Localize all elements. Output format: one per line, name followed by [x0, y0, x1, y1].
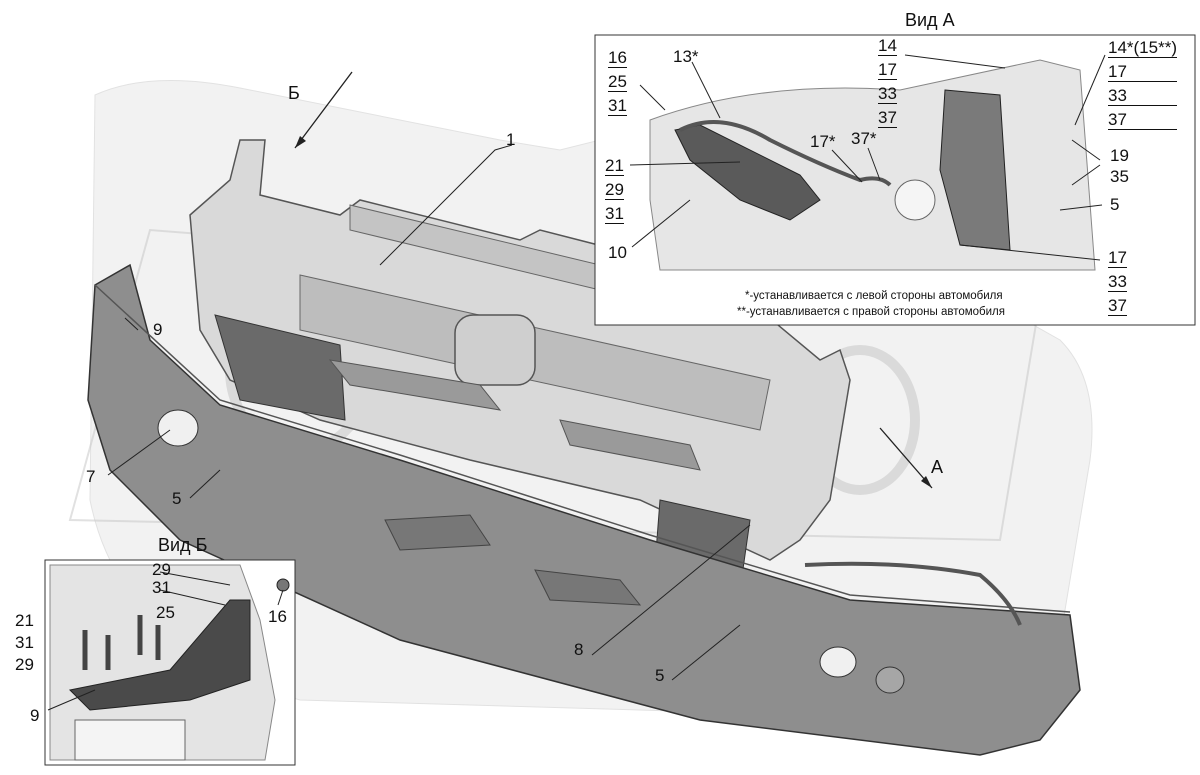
label-14-15: 14*(15**): [1108, 38, 1177, 58]
label-17a: 17: [878, 60, 897, 80]
view-b-title: Вид Б: [158, 535, 208, 555]
step-plate-left: [328, 359, 502, 411]
label-14: 14: [878, 36, 897, 56]
label-5-right: 5: [655, 666, 665, 685]
tow-hook-recess: [454, 314, 536, 386]
view-a-hole: [894, 179, 936, 221]
view-b-block: [74, 719, 186, 761]
label-33c: 33: [1108, 272, 1127, 292]
label-16-view-b: 16: [268, 607, 287, 626]
view-a-group-14: 14 17 33 37: [878, 37, 897, 133]
label-29-view-b: 29: [152, 560, 171, 579]
label-37a: 37: [878, 108, 897, 128]
label-8: 8: [574, 640, 584, 659]
left-bracket-plate: [214, 314, 346, 421]
label-17c: 17: [1108, 248, 1127, 268]
arrow-b-label: Б: [288, 83, 300, 103]
arrow-a: [879, 427, 933, 489]
view-a-group-21: 21 29 31: [605, 157, 624, 229]
label-31: 31: [608, 96, 627, 116]
view-a-group-14b: 14*(15**) 17 33 37: [1108, 39, 1177, 135]
label-37b: 37: [1108, 111, 1177, 130]
leader-8: [591, 524, 751, 656]
label-25-view-b: 25: [156, 603, 175, 622]
lower-step-left: [384, 514, 491, 551]
rod-13: [804, 561, 1022, 626]
label-16: 16: [608, 48, 627, 68]
fog-lamp-hole-right: [819, 646, 857, 678]
label-17b: 17: [1108, 63, 1177, 82]
label-37-star: 37*: [851, 129, 877, 148]
label-21: 21: [605, 156, 624, 176]
fog-lamp-hole-left: [157, 409, 199, 447]
view-b-group-21: 21 31 29: [15, 612, 34, 678]
label-35: 35: [1110, 167, 1129, 186]
arrow-b: [294, 71, 353, 149]
view-a-bracket-10: [674, 124, 821, 221]
label-9-view-b: 9: [30, 706, 40, 725]
step-plate-right: [559, 419, 701, 471]
label-31b-view-b: 31: [15, 633, 34, 652]
round-hole-right: [875, 666, 905, 694]
label-17-star: 17*: [810, 132, 836, 151]
label-31-view-b: 31: [152, 578, 171, 597]
view-a-group-16: 16 25 31: [608, 49, 627, 121]
leader-9: [124, 317, 139, 331]
label-25: 25: [608, 72, 627, 92]
label-5-view-a: 5: [1110, 195, 1120, 214]
label-19: 19: [1110, 146, 1129, 165]
label-21-view-b: 21: [15, 611, 34, 630]
leader-5b: [671, 624, 741, 681]
leader-1: [379, 144, 513, 266]
view-a-group-17: 17 33 37: [1108, 249, 1127, 321]
view-a-rod-13: [679, 120, 892, 187]
label-13: 13*: [673, 47, 699, 66]
view-a-title: Вид А: [905, 10, 955, 30]
view-b-bracket: [68, 599, 251, 711]
label-31b: 31: [605, 204, 624, 224]
label-29b-view-b: 29: [15, 655, 34, 674]
bumper-top-edge: [94, 284, 1071, 613]
label-29: 29: [605, 180, 624, 200]
label-1: 1: [506, 130, 516, 149]
label-37c: 37: [1108, 296, 1127, 316]
leader-5a: [189, 469, 221, 499]
lower-step-right: [534, 569, 642, 606]
label-33b: 33: [1108, 87, 1177, 106]
label-7: 7: [86, 467, 96, 486]
note-right-side: **-устанавливается с правой стороны авто…: [737, 306, 1005, 318]
label-10: 10: [608, 243, 627, 262]
label-5-left: 5: [172, 489, 182, 508]
label-9-main: 9: [153, 320, 163, 339]
arrow-a-label: А: [931, 457, 944, 477]
lower-bumper: [87, 263, 1081, 756]
label-33a: 33: [878, 84, 897, 104]
note-left-side: *-устанавливается с левой стороны автомо…: [745, 290, 1003, 302]
leader-7: [107, 429, 171, 476]
